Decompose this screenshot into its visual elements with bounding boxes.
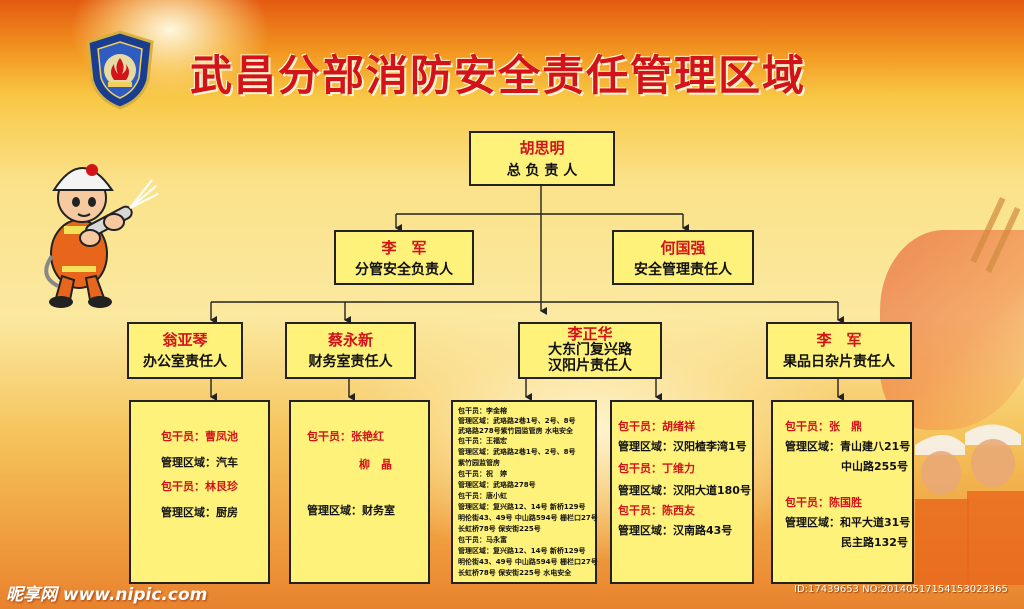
panel-line: 包干员：张艳红 — [307, 430, 384, 443]
panel-line: 管理区域：武珞路278号 — [458, 481, 536, 489]
panel-line: 包干员：王福宏 — [458, 437, 507, 445]
panel-line: 包干员：马永富 — [458, 536, 507, 544]
level3-name: 李正华 — [567, 325, 613, 343]
deputy-box-2: 何国强 安全管理责任人 — [612, 230, 754, 285]
duty-panel-3: 包干员：李金榕 管理区域：武珞路2巷1号、2号、8号 武珞路278号紫竹园监管房… — [451, 400, 598, 584]
chief-name: 胡思明 — [519, 139, 565, 157]
duty-panel-1: 包干员：曹凤池 管理区域：汽车 包干员：林艮珍 管理区域：厨房 — [129, 400, 270, 584]
panel-line: 明伦街43、49号 中山路594号 栅栏口27号 — [458, 514, 598, 522]
panel-line: 包干员：李金榕 — [458, 407, 507, 415]
panel-line: 管理区域：厨房 — [161, 506, 238, 519]
panel-line: 包干员：曹凤池 — [161, 430, 238, 443]
duty-panel-4: 包干员：胡绪祥 管理区域：汉阳楂李湾1号 包干员：丁维力 管理区域：汉阳大道18… — [610, 400, 754, 584]
panel-line: 包干员：陈西友 — [618, 504, 695, 517]
panel-line: 包干员：唐小虹 — [458, 492, 507, 500]
level3-box-1: 翁亚琴 办公室责任人 — [127, 322, 243, 379]
poster-title: 武昌分部消防安全责任管理区域 — [190, 51, 807, 100]
chief-box: 胡思明 总 负 责 人 — [469, 131, 615, 186]
level3-role-line2: 汉阳片责任人 — [548, 358, 632, 374]
duty-panel-5: 包干员：张 鼎 管理区域：青山建八21号 中山路255号 包干员：陈国胜 管理区… — [771, 400, 914, 584]
panel-line: 柳 晶 — [359, 458, 392, 471]
panel-line: 管理区域：汽车 — [161, 456, 238, 469]
fire-badge-icon — [86, 30, 154, 110]
panel-line: 包干员：丁维力 — [618, 462, 695, 475]
panel-line: 包干员：祝 婷 — [458, 470, 507, 478]
level3-box-3: 李正华 大东门复兴路 汉阳片责任人 — [518, 322, 662, 379]
panel-line: 紫竹园监管房 — [458, 459, 500, 467]
panel-line: 包干员：林艮珍 — [161, 480, 238, 493]
panel-line: 管理区域：武珞路2巷1号、2号、8号 — [458, 417, 576, 425]
panel-line: 管理区域：复兴路12、14号 新桥129号 — [458, 547, 586, 555]
panel-line: 管理区域：汉南路43号 — [618, 524, 733, 537]
deputy-name: 李 军 — [381, 239, 427, 257]
deputy-name: 何国强 — [660, 239, 706, 257]
panel-line: 中山路255号 — [841, 460, 908, 473]
panel-line: 包干员：陈国胜 — [785, 496, 862, 509]
panel-line: 管理区域：武珞路2巷1号、2号、8号 — [458, 448, 576, 456]
deputy-role: 分管安全负责人 — [355, 262, 453, 278]
level3-name: 蔡永新 — [327, 331, 373, 349]
deputy-box-1: 李 军 分管安全负责人 — [334, 230, 474, 285]
panel-line: 管理区域：汉阳楂李湾1号 — [618, 440, 747, 453]
panel-line: 包干员：胡绪祥 — [618, 420, 695, 433]
panel-line: 管理区域：和平大道31号 — [785, 516, 911, 529]
panel-line: 民主路132号 — [841, 536, 908, 549]
level3-role: 果品日杂片责任人 — [783, 354, 895, 370]
level3-name: 翁亚琴 — [162, 331, 208, 349]
panel-line: 管理区域：财务室 — [307, 504, 395, 517]
panel-line: 武珞路278号紫竹园监管房 水电安全 — [458, 427, 574, 435]
panel-line: 包干员：张 鼎 — [785, 420, 862, 433]
panel-line: 长虹桥78号 保安街225号 — [458, 525, 541, 533]
panel-line: 长虹桥78号 保安街225号 水电安全 — [458, 569, 572, 577]
watermark-left: 昵享网 www.nipic.com — [6, 585, 208, 605]
panel-line: 明伦街43、49号 中山路594号 栅栏口27号 — [458, 558, 598, 566]
chief-role: 总 负 责 人 — [506, 163, 578, 179]
level3-role: 办公室责任人 — [143, 354, 227, 370]
watermark-right: ID:17439653 NO:20140517154153023365 — [794, 584, 1008, 595]
duty-panel-2: 包干员：张艳红 柳 晶 管理区域：财务室 — [289, 400, 430, 584]
panel-line: 管理区域：汉阳大道180号 — [618, 484, 751, 497]
firefighter-mascot-icon — [44, 164, 159, 308]
panel-line: 管理区域：青山建八21号 — [785, 440, 911, 453]
level3-role: 大东门复兴路 — [548, 342, 632, 358]
level3-box-4: 李 军 果品日杂片责任人 — [766, 322, 912, 379]
level3-name: 李 军 — [816, 331, 862, 349]
level3-role: 财务室责任人 — [308, 354, 393, 370]
deputy-role: 安全管理责任人 — [634, 262, 732, 278]
level3-box-2: 蔡永新 财务室责任人 — [285, 322, 416, 379]
panel-line: 管理区域：复兴路12、14号 新桥129号 — [458, 503, 586, 511]
firefighters-photo — [915, 424, 1024, 585]
